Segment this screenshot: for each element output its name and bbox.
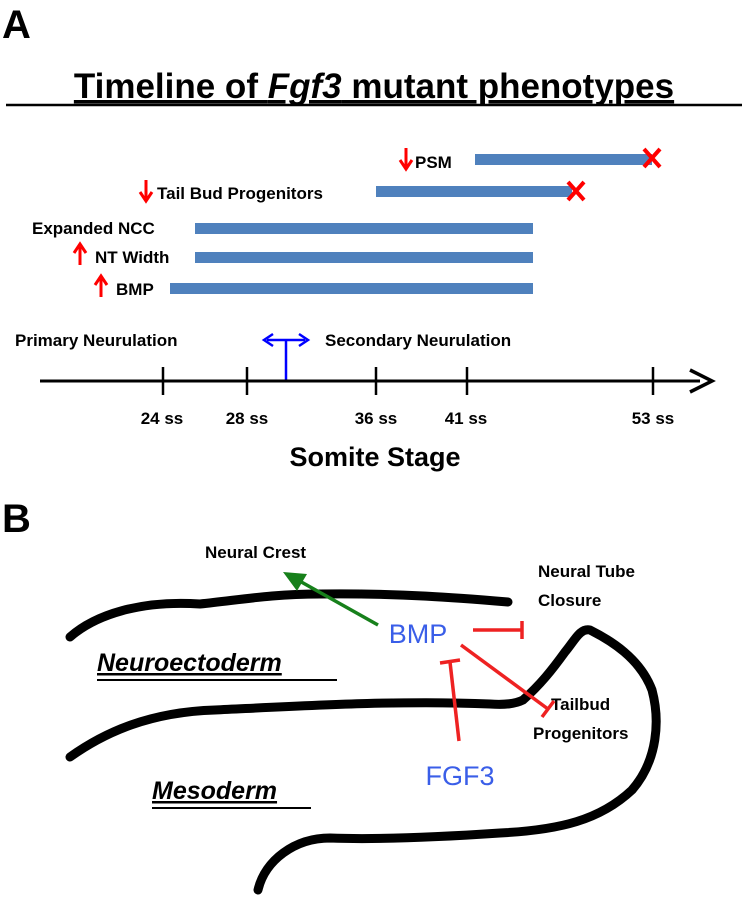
phase-secondary-neurulation: Secondary Neurulation <box>325 331 511 350</box>
bar-psm-duration <box>475 154 652 165</box>
axis-title: Somite Stage <box>289 442 460 472</box>
tick-label-28: 28 ss <box>226 409 269 428</box>
tick-label-53: 53 ss <box>632 409 675 428</box>
bar-bmp-duration <box>170 283 533 294</box>
tick-label-41: 41 ss <box>445 409 488 428</box>
axis-arrow-icon <box>689 368 716 394</box>
down-arrow-icon <box>138 180 154 204</box>
fgf3-label: FGF3 <box>425 761 494 791</box>
panel-a-title: Timeline of Fgf3 mutant phenotypes <box>74 67 674 106</box>
neural-tube-closure-label-2: Closure <box>538 591 601 610</box>
tailbud-progenitors-label-2: Progenitors <box>533 724 628 743</box>
tissue-fold-outline <box>65 625 661 895</box>
bmp-label: BMP <box>389 619 448 649</box>
cross-icon <box>642 147 662 169</box>
tick-label-36: 36 ss <box>355 409 398 428</box>
double-arrow-icon <box>261 332 311 348</box>
bar-nt-width: NT Width <box>72 241 533 267</box>
tick-label-24: 24 ss <box>141 409 184 428</box>
up-arrow-icon <box>72 241 88 265</box>
panel-b-letter: B <box>2 497 31 541</box>
bmp-inhibits-tailbud-progenitors <box>459 643 556 719</box>
timeline-axis: 24 ss 28 ss 36 ss 41 ss 53 ss <box>40 367 716 428</box>
inhibition-bar-icon <box>439 658 461 665</box>
bmp-activates-neural-crest <box>283 572 379 627</box>
neuroectoderm-label: Neuroectoderm <box>97 649 282 677</box>
down-arrow-icon <box>398 148 414 172</box>
bar-label-nt-width: NT Width <box>95 248 169 267</box>
neural-tube-closure-label-1: Neural Tube <box>538 562 635 581</box>
bar-expanded-ncc: Expanded NCC <box>32 219 533 238</box>
phase-primary-neurulation: Primary Neurulation <box>15 331 178 350</box>
panel-a-letter: A <box>2 3 31 47</box>
bar-tail-bud-progenitors: Tail Bud Progenitors <box>138 180 586 204</box>
phenotype-bars: PSM Tail Bud Progenitors Expanded NCC NT… <box>32 147 662 299</box>
bar-ncc-duration <box>195 223 533 234</box>
bar-label-expanded-ncc: Expanded NCC <box>32 219 155 238</box>
up-arrow-icon <box>93 273 109 297</box>
transition-marker <box>261 332 311 381</box>
bar-tailbud-duration <box>376 186 572 197</box>
tailbud-progenitors-label-1: Tailbud <box>551 695 610 714</box>
fgf3-inhibits-bmp <box>439 658 461 742</box>
bar-bmp: BMP <box>93 273 533 299</box>
bar-label-bmp: BMP <box>116 280 154 299</box>
bar-psm: PSM <box>398 147 662 172</box>
inhibition-bar-icon <box>540 699 556 719</box>
bar-label-psm: PSM <box>415 153 452 172</box>
bmp-inhibits-neural-tube-closure <box>473 621 524 639</box>
arrowhead-icon <box>283 572 307 591</box>
mesoderm-label: Mesoderm <box>152 777 277 805</box>
bar-label-tail-bud: Tail Bud Progenitors <box>157 184 323 203</box>
neural-crest-label: Neural Crest <box>205 543 306 562</box>
neuroectoderm-outer-line <box>65 589 513 642</box>
bar-ntwidth-duration <box>195 252 533 263</box>
cross-icon <box>566 180 586 202</box>
